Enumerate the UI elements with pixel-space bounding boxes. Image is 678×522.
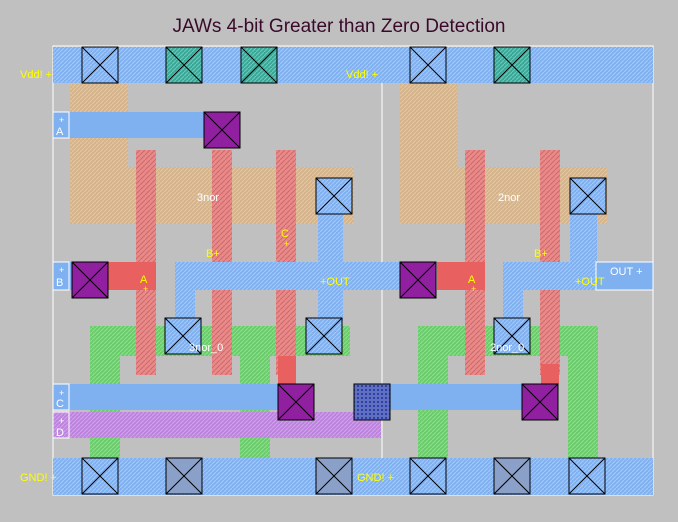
contact-cross-icon	[409, 457, 447, 495]
pin-d-plus: +	[59, 416, 64, 426]
pin-b-frame	[52, 261, 70, 291]
cell-2nor0-label: 2nor_0	[490, 342, 524, 354]
cell-3nor-label: 3nor	[197, 192, 219, 204]
gnd-label-left: GND! +	[20, 472, 57, 484]
pin-d-label: D	[56, 427, 64, 439]
vdd-rail	[53, 47, 653, 83]
out-label-right: +OUT	[575, 276, 605, 288]
metal-out-left	[175, 262, 400, 290]
out-label-left: +OUT	[320, 276, 350, 288]
port-b-left: B+	[206, 248, 220, 260]
poly-pad-a-right	[437, 262, 485, 290]
cell-2nor-label: 2nor	[498, 192, 520, 204]
via-cross-icon	[521, 383, 559, 421]
pin-c-label: C	[56, 398, 64, 410]
metal-out-right-drop1	[503, 262, 523, 322]
vdd-label-left: Vdd! +	[20, 69, 52, 81]
contact-cross-icon	[315, 457, 353, 495]
metal-out-port	[596, 262, 653, 290]
via-cross-icon	[203, 111, 241, 149]
pin-b-plus: +	[59, 265, 64, 275]
via-cross-icon	[277, 383, 315, 421]
contact-cross-icon	[493, 46, 531, 84]
contact-cross-icon	[305, 317, 343, 355]
contact-cross-icon	[81, 46, 119, 84]
pin-a-label: A	[56, 126, 64, 138]
pin-out-frame	[595, 261, 654, 291]
port-b-right: B+	[534, 248, 548, 260]
metal-out-right-riser	[570, 205, 597, 290]
metal-input-c	[53, 384, 298, 410]
ndiff-right-leg2	[568, 326, 598, 468]
poly-a-left-plus: +	[143, 284, 148, 294]
pin-b-label: B	[56, 277, 63, 289]
port-c-left: C	[281, 228, 289, 240]
contact-cross-icon	[568, 457, 606, 495]
port-c-plus: +	[284, 239, 289, 249]
metal-out-left-drop2	[318, 262, 343, 322]
pin-c-frame	[52, 383, 70, 411]
via-cross-icon	[399, 261, 437, 299]
contact-cross-icon	[164, 317, 202, 355]
contact-cross-icon	[81, 457, 119, 495]
metal-input-a	[53, 112, 205, 138]
gnd-rail	[53, 458, 653, 495]
contact-cross-icon	[569, 177, 607, 215]
pin-a-frame	[52, 111, 70, 139]
poly-pad-c-left	[278, 356, 296, 384]
metal-c-right	[390, 384, 523, 410]
vdd-label-right: Vdd! +	[346, 69, 378, 81]
metal-out-left-drop1	[175, 262, 195, 322]
via2-block	[353, 383, 391, 421]
out-port-label: OUT +	[610, 266, 643, 278]
contact-cross-icon	[315, 177, 353, 215]
pin-c-plus: +	[59, 388, 64, 398]
diagram-title: JAWs 4-bit Greater than Zero Detection	[172, 16, 506, 37]
contact-cross-icon	[165, 457, 203, 495]
via-cross-icon	[71, 261, 109, 299]
pin-d-frame	[52, 411, 70, 439]
metal2-input-d	[53, 412, 381, 438]
poly-a-right-label: A	[468, 274, 476, 286]
poly-pad-a-left	[108, 262, 156, 290]
poly-pad-b-right	[541, 364, 559, 384]
pin-a-plus: +	[59, 115, 64, 125]
poly-a-right-plus: +	[471, 284, 476, 294]
contact-cross-icon	[165, 46, 203, 84]
contact-cross-icon	[409, 46, 447, 84]
contact-cross-icon	[240, 46, 278, 84]
contact-cross-icon	[493, 317, 531, 355]
cell-3nor0-label: 3nor_0	[189, 342, 223, 354]
poly-a-left-label: A	[140, 274, 148, 286]
gnd-label-right: GND! +	[357, 472, 394, 484]
contact-cross-icon	[493, 457, 531, 495]
